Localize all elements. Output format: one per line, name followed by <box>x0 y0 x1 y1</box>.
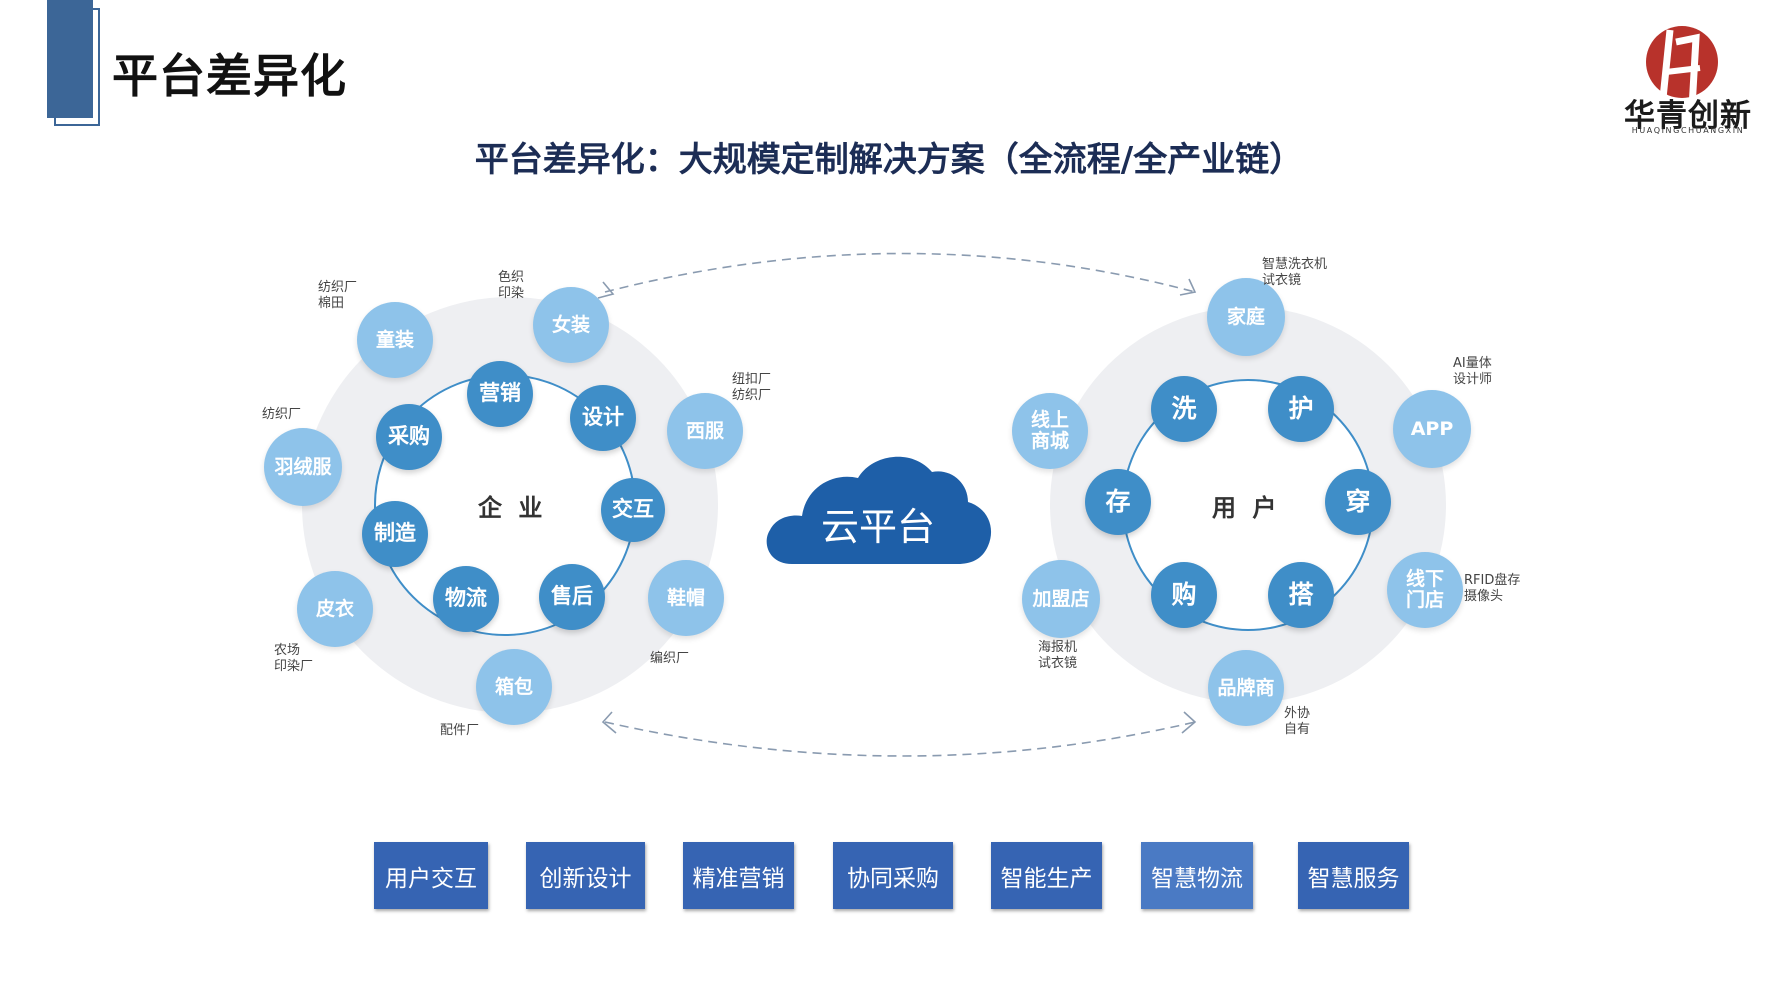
node-after-sales: 售后 <box>539 564 605 630</box>
button-smart-logistics[interactable]: 智慧物流 <box>1141 842 1253 909</box>
node-womens-wear: 女装 <box>533 287 609 363</box>
button-smart-production[interactable]: 智能生产 <box>991 842 1102 909</box>
node-online-mall: 线上商城 <box>1012 393 1088 469</box>
node-down-jacket: 羽绒服 <box>264 428 342 506</box>
logo-text: 华青创新 <box>1624 98 1752 134</box>
top-arc-right-arrowhead <box>1179 278 1197 296</box>
note-down-jacket: 纺织厂 <box>262 407 302 422</box>
node-leather: 皮衣 <box>297 571 373 647</box>
button-collaborative-procurement[interactable]: 协同采购 <box>833 842 953 909</box>
button-user-interaction[interactable]: 用户交互 <box>374 842 488 909</box>
top-arc-left-arrowhead <box>597 281 615 299</box>
node-kids-wear: 童装 <box>357 302 433 378</box>
note-brand: 外协自有 <box>1284 706 1311 738</box>
note-suits: 纽扣厂纺织厂 <box>732 372 772 404</box>
company-logo <box>1646 26 1718 109</box>
node-buy: 购 <box>1151 562 1217 628</box>
node-design: 设计 <box>570 385 636 451</box>
button-precision-marketing[interactable]: 精准营销 <box>683 842 794 909</box>
note-kids-wear: 纺织厂棉田 <box>318 280 358 312</box>
node-care: 护 <box>1268 376 1334 442</box>
node-procurement: 采购 <box>376 404 442 470</box>
note-womens-wear: 色织印染 <box>498 270 525 302</box>
node-suits: 西服 <box>667 393 743 469</box>
top-dashed-arc <box>604 252 1196 293</box>
diagram-subtitle: 平台差异化：大规模定制解决方案（全流程/全产业链） <box>474 140 1304 180</box>
node-interaction: 交互 <box>601 478 665 542</box>
note-franchise: 海报机试衣镜 <box>1038 640 1078 672</box>
logo-subtext: HUAQINGCHUANGXIN <box>1631 126 1745 135</box>
node-app: APP <box>1393 390 1471 468</box>
node-bags: 箱包 <box>476 649 552 725</box>
user-center-label: 用 户 <box>1212 494 1281 522</box>
note-shoes-hats: 编织厂 <box>650 651 690 666</box>
node-wash: 洗 <box>1151 376 1217 442</box>
node-home: 家庭 <box>1207 278 1285 356</box>
cloud-icon <box>766 456 992 564</box>
node-match: 搭 <box>1268 562 1334 628</box>
button-smart-service[interactable]: 智慧服务 <box>1298 842 1409 909</box>
cloud-platform-label: 云平台 <box>820 505 935 549</box>
node-franchise: 加盟店 <box>1022 560 1100 638</box>
enterprise-center-label: 企 业 <box>478 494 547 522</box>
bottom-arc-left-arrowhead <box>601 711 617 734</box>
note-bags: 配件厂 <box>440 723 480 738</box>
node-offline-store: 线下门店 <box>1387 552 1463 628</box>
node-manufacturing: 制造 <box>362 501 428 567</box>
note-home: 智慧洗衣机试衣镜 <box>1262 257 1328 289</box>
node-wear: 穿 <box>1325 469 1391 535</box>
bottom-arc-right-arrowhead <box>1181 711 1197 734</box>
node-brand: 品牌商 <box>1208 650 1284 726</box>
node-shoes-hats: 鞋帽 <box>648 560 724 636</box>
button-innovative-design[interactable]: 创新设计 <box>526 842 645 909</box>
note-offline-store: RFID盘存摄像头 <box>1464 573 1521 605</box>
note-app: AI量体设计师 <box>1453 356 1493 388</box>
page-title: 平台差异化 <box>112 49 347 103</box>
node-store: 存 <box>1085 469 1151 535</box>
note-leather: 农场印染厂 <box>274 643 314 675</box>
title-accent-outline <box>54 8 100 126</box>
node-logistics: 物流 <box>433 566 499 632</box>
bottom-dashed-arc <box>604 721 1196 757</box>
node-marketing: 营销 <box>467 361 533 427</box>
